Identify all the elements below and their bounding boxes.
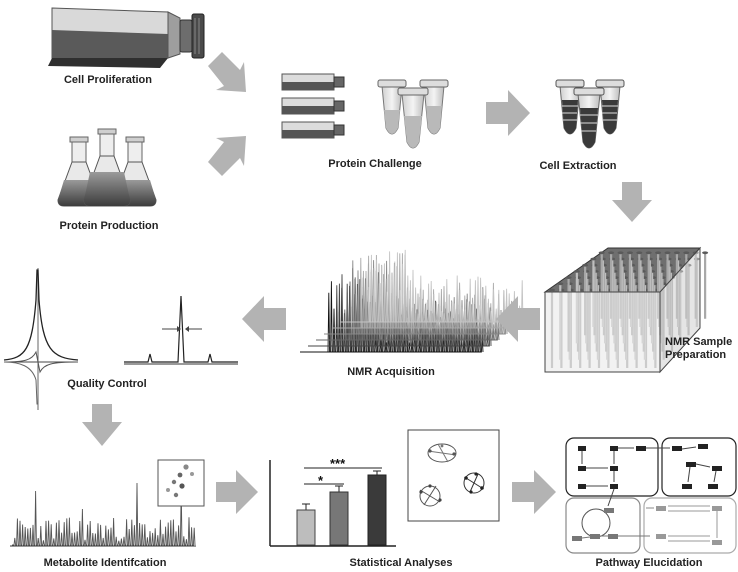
label-nmr-sample-preparation-line2: Preparation <box>665 349 727 361</box>
workflow-arrows <box>82 52 652 514</box>
label-protein-challenge: Protein Challenge <box>328 158 422 170</box>
arrow-challenge-to-extraction-icon <box>486 90 530 136</box>
nmr-tube-cap <box>664 251 671 255</box>
nmr-tube-cap <box>549 288 555 292</box>
cell-culture-flask-icon <box>48 7 205 68</box>
metabolite-trace <box>12 482 196 546</box>
nmr-tube-cap <box>557 282 564 286</box>
nmr-tube-cap <box>655 251 662 255</box>
label-metabolite-identification: Metabolite Identifcation <box>43 557 167 569</box>
label-nmr-sample-preparation-line1: NMR Sample <box>665 336 733 348</box>
extraction-tubes-icon <box>555 79 625 149</box>
nmr-trace <box>300 279 484 353</box>
metabolite-2d-map-icon <box>157 459 205 507</box>
arrow-extraction-to-preparation-icon <box>612 182 652 222</box>
nmr-tube-cap <box>683 251 690 255</box>
label-statistical-analyses: Statistical Analyses <box>349 557 453 569</box>
nmr-trace <box>340 249 524 323</box>
nmr-tube-cap <box>565 276 572 279</box>
nmr-tube-cap <box>617 251 624 255</box>
nmr-spectra-stack-icon <box>300 249 524 353</box>
arrow-quality-to-metabolite-icon <box>82 404 122 446</box>
label-nmr-acquisition: NMR Acquisition <box>347 366 435 378</box>
nmr-tube-cap <box>608 251 615 255</box>
erlenmeyer-flasks-icon <box>57 128 157 207</box>
stacked-flasks-icon <box>281 73 345 139</box>
label-protein-production: Protein Production <box>59 220 159 232</box>
nmr-tube-cap <box>702 251 709 255</box>
network-plot-icon <box>407 429 500 522</box>
significance-single: * <box>318 473 324 488</box>
nmr-tube-cap <box>626 251 633 255</box>
nmr-trace <box>308 272 492 347</box>
label-pathway-elucidation: Pathway Elucidation <box>595 557 703 569</box>
nmr-tube-cap <box>673 251 680 255</box>
arrow-proliferation-to-challenge-icon <box>208 52 246 92</box>
label-quality-control: Quality Control <box>67 378 147 390</box>
nmr-tube-cap <box>636 251 643 255</box>
eppendorf-tubes-icon <box>377 79 449 149</box>
arrow-acquisition-to-quality-icon <box>242 296 286 342</box>
nmr-tube-cap <box>645 251 652 255</box>
pathway-diagram-icon <box>565 437 737 554</box>
nmr-tube-cap <box>590 257 597 261</box>
arrow-production-to-challenge-icon <box>208 136 246 176</box>
nmr-tube-rack-icon <box>543 246 709 374</box>
arrow-statistics-to-pathway-icon <box>512 470 556 514</box>
significance-triple: *** <box>330 456 346 471</box>
nmr-trace <box>324 260 508 335</box>
quality-control-lineshape-icon <box>3 268 79 410</box>
statistics-bar-chart-icon <box>269 460 396 547</box>
metabolite-spectrum-icon <box>10 482 196 547</box>
nmr-trace <box>332 253 516 329</box>
nmr-tube-cap <box>598 251 605 255</box>
label-cell-extraction: Cell Extraction <box>539 160 617 172</box>
arrow-metabolite-to-statistics-icon <box>216 470 258 514</box>
quality-control-linewidth-icon <box>124 295 238 365</box>
nmr-trace <box>316 268 500 341</box>
arrow-preparation-to-acquisition-icon <box>496 296 540 342</box>
label-cell-proliferation: Cell Proliferation <box>63 74 153 86</box>
nmr-tube-cap <box>573 270 580 273</box>
nmr-tube-cap <box>582 263 589 267</box>
